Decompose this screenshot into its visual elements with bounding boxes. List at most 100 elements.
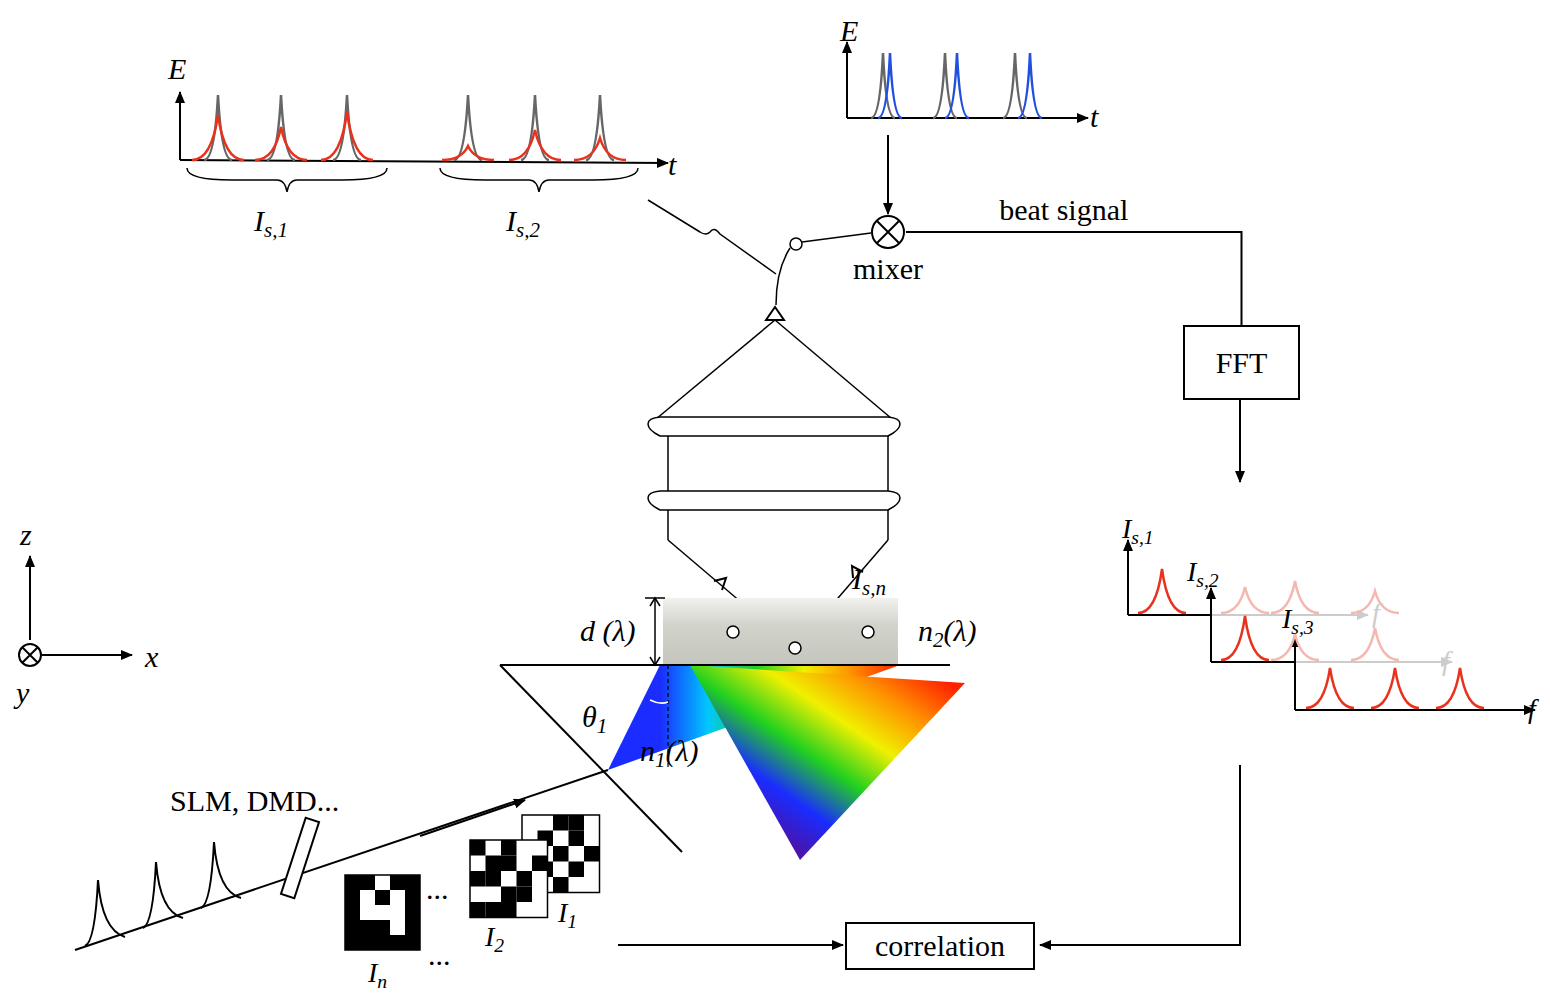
pulse-peak <box>454 95 482 160</box>
label-text: ... <box>428 938 451 971</box>
label-text: E <box>168 52 186 85</box>
pulse-peak <box>574 138 626 160</box>
dmd-pixel <box>517 871 533 887</box>
pulse-peak <box>1018 53 1042 118</box>
dmd-pixel <box>486 902 502 918</box>
dmd-pixel <box>345 920 360 935</box>
edge-label: beat signal <box>997 193 1130 226</box>
pulse-peak <box>1271 634 1319 660</box>
dmd-pixel <box>553 846 569 862</box>
subscript: 1 <box>597 714 608 738</box>
dmd-pixel <box>405 935 420 950</box>
pulse-peak <box>509 130 561 160</box>
pulse-peak <box>1271 581 1319 613</box>
dmd-pixel <box>360 920 375 935</box>
mixer-node: mixer <box>838 214 938 296</box>
pulse-peak <box>1138 569 1186 613</box>
label-text: In <box>368 958 387 992</box>
dmd-pixel <box>517 887 533 903</box>
subscript: 2 <box>933 628 944 652</box>
dmd-pixel <box>569 815 585 831</box>
dmd-pixel <box>501 902 517 918</box>
label-text: f <box>1528 694 1536 725</box>
label-text: n1(λ) <box>640 734 698 772</box>
pulse-peak <box>586 95 614 160</box>
subscript: s,3 <box>1291 617 1313 638</box>
pulse-peak <box>321 112 373 160</box>
dmd-pixel <box>470 871 486 887</box>
dmd-pixel <box>405 905 420 920</box>
label-text: y <box>16 676 29 709</box>
label-text: t <box>1090 100 1098 133</box>
pulse-peak <box>933 53 957 118</box>
dmd-pixel <box>345 890 360 905</box>
dmd-pixel <box>390 935 405 950</box>
mixer-cross <box>877 221 899 243</box>
label-text: x <box>145 640 158 673</box>
pulse-peak <box>1221 587 1269 613</box>
node-label: FFT <box>1216 346 1268 380</box>
dmd-pixel <box>569 831 585 847</box>
process-box: correlation <box>845 922 1035 970</box>
label-text: SLM, DMD... <box>170 784 339 817</box>
label-text: θ1 <box>582 700 607 738</box>
process-box: FFT <box>1183 325 1300 400</box>
pulse-peak <box>1351 628 1399 660</box>
node-label: correlation <box>875 929 1005 963</box>
label-text: f <box>1442 646 1450 677</box>
pulse-peak <box>1306 668 1354 708</box>
dmd-pattern <box>470 840 548 918</box>
subscript: s,1 <box>264 218 288 242</box>
dmd-pixel <box>553 877 569 893</box>
label-text: ... <box>426 872 449 905</box>
dmd-pixel <box>501 856 517 872</box>
dmd-pixel <box>375 935 390 950</box>
pulse-peak <box>945 53 969 118</box>
dmd-pixel <box>501 887 517 903</box>
pulse-peak <box>1221 616 1269 660</box>
signal-line <box>906 232 1242 325</box>
subscript: 1 <box>567 911 577 932</box>
pulse-peak <box>442 146 494 160</box>
subscript: 1 <box>655 748 666 772</box>
label-text: n2(λ) <box>918 614 976 652</box>
label-text: t <box>668 148 676 181</box>
pulse-peak <box>1371 668 1419 708</box>
pulse-peak <box>878 53 902 118</box>
subscript: s,2 <box>1196 570 1218 591</box>
subscript: n <box>377 971 387 992</box>
node-label: mixer <box>853 252 923 286</box>
dmd-pixel <box>375 890 390 905</box>
label-text: Is,3 <box>1282 604 1314 638</box>
subscript: s,1 <box>1131 527 1153 548</box>
dmd-pixel <box>345 905 360 920</box>
dmd-pixel <box>486 856 502 872</box>
dmd-pixel <box>390 875 405 890</box>
label-text: Is,2 <box>1187 557 1219 591</box>
dmd-pixel <box>405 875 420 890</box>
dmd-pixel <box>486 871 502 887</box>
mixer-symbol <box>870 214 906 250</box>
dmd-pixel <box>345 875 360 890</box>
pulse-peak <box>192 115 244 160</box>
pulse-peak <box>255 127 307 160</box>
subscript: s,2 <box>516 218 540 242</box>
label-text: I1 <box>558 898 577 932</box>
dmd-pixel <box>532 856 548 872</box>
dmd-pixel <box>375 920 390 935</box>
dmd-pixel <box>569 862 585 878</box>
dmd-pixel <box>405 890 420 905</box>
label-text: I2 <box>485 922 504 956</box>
label-text: d (λ) <box>580 614 635 647</box>
subscript: s,n <box>862 576 886 600</box>
label-text: f <box>1372 598 1380 629</box>
dmd-pixel <box>360 935 375 950</box>
dmd-pixel <box>584 846 600 862</box>
dmd-pixel <box>470 840 486 856</box>
label-text: Is,2 <box>506 204 540 242</box>
dmd-pixel <box>345 935 360 950</box>
label-text: Is,1 <box>254 204 288 242</box>
label-text: Is,n <box>852 562 886 600</box>
